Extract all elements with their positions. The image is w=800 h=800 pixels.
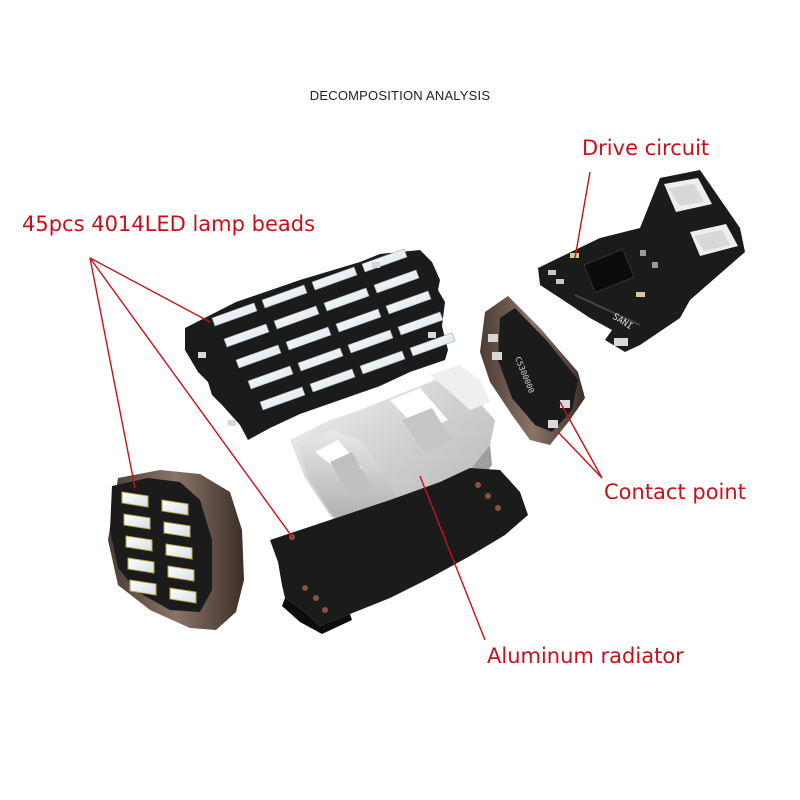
led-bead [247,365,294,390]
led-bead [259,386,306,411]
led-bead [211,302,258,327]
leader-contact-point-upper [559,401,603,479]
led-bead [373,269,420,294]
leader-lamp-beads-main [89,257,211,323]
side-led-bead [123,513,151,530]
callout-lamp-beads: 45pcs 4014LED lamp beads [22,212,316,236]
led-bead [385,290,432,315]
led-bead [409,332,456,357]
side-led-bead [125,535,153,552]
diagram-title: DECOMPOSITION ANALYSIS [309,88,491,103]
led-bead [311,266,358,291]
side-led-bead [163,521,191,538]
side-led-module [108,470,244,630]
side-led-bead [167,565,195,582]
led-bead [261,284,308,309]
callout-contact-point: Contact point [604,480,746,504]
leader-drive-circuit [574,171,591,259]
leader-lines [89,171,603,641]
led-bead [309,368,356,393]
led-bead [335,308,382,333]
led-bead [223,323,270,348]
led-bead [323,287,370,312]
led-bead [347,329,394,354]
side-led-bead [161,499,189,516]
side-led-bead [165,543,193,560]
side-contact-board: C5300000 [480,296,585,445]
side-led-bead [127,557,155,574]
led-bead [235,344,282,369]
callout-aluminum-radiator: Aluminum radiator [487,644,684,668]
callout-drive-circuit: Drive circuit [582,136,710,160]
leader-lamp-beads-pcb [89,257,294,539]
side-led-bead [121,491,149,508]
leader-aluminum-radiator [419,475,486,641]
main-led-board [185,248,456,440]
led-bead [297,347,344,372]
led-bead [397,311,444,336]
side-led-bead [129,579,157,596]
led-bead [359,350,406,375]
leader-contact-point-lower [557,431,603,479]
leader-lamp-beads-side [89,257,136,489]
drive-circuit-board: SANI [538,170,745,352]
side-led-bead [169,587,197,604]
led-bead [285,326,332,351]
led-bead [273,305,320,330]
side-led-bead-grid [121,491,197,604]
